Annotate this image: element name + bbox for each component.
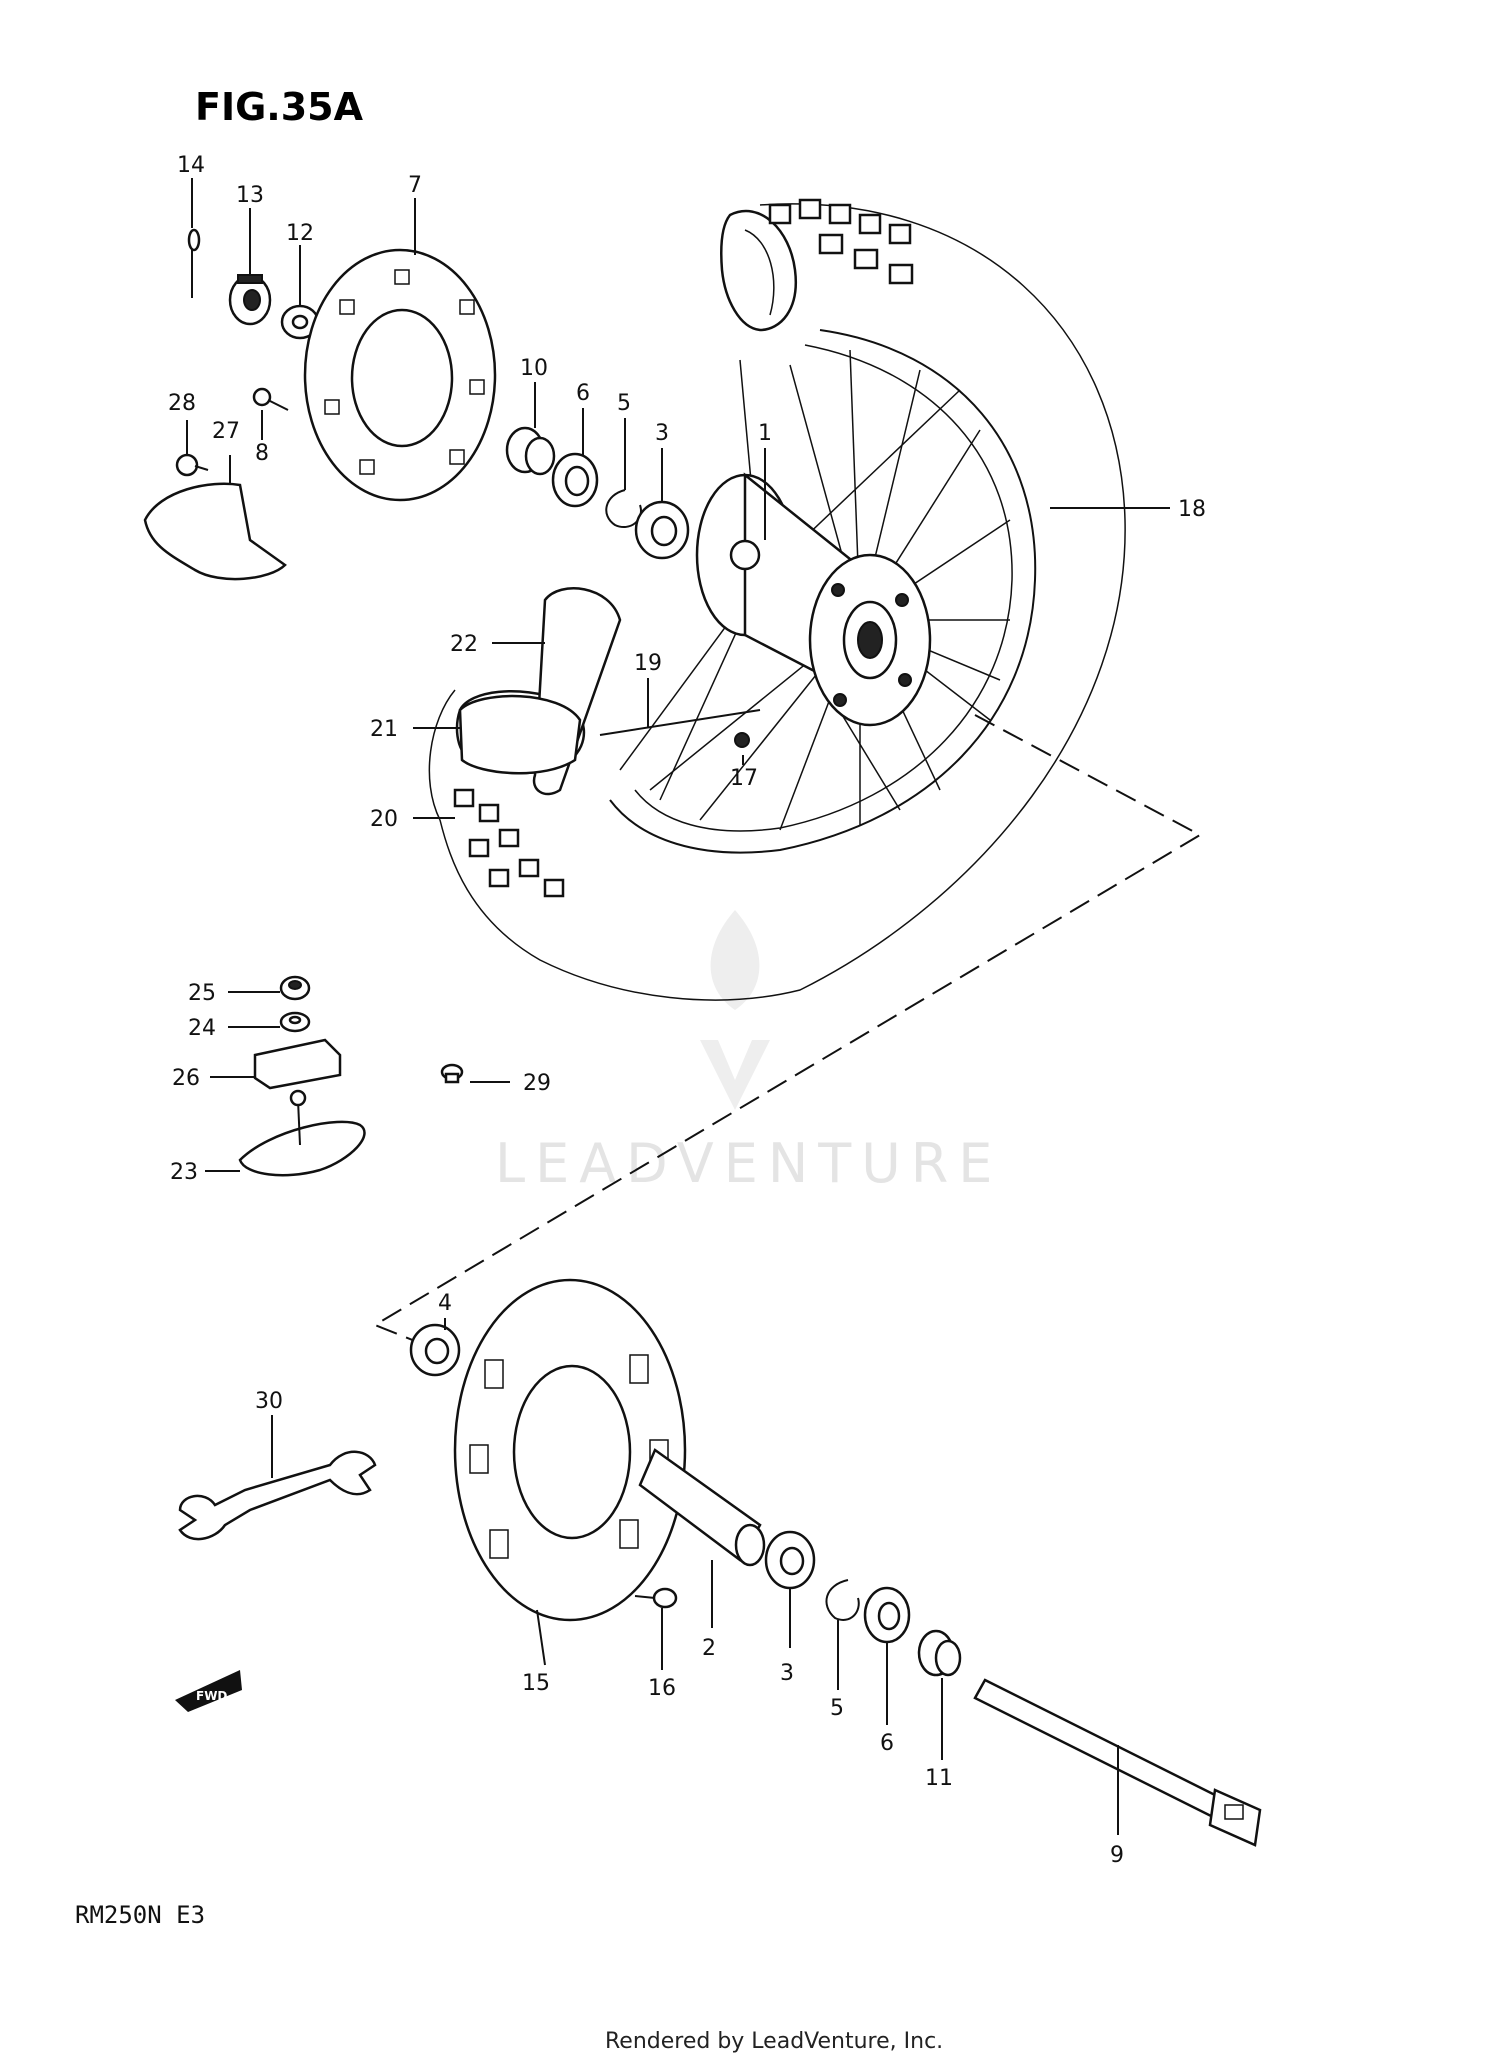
circlip-upper [605,489,642,528]
callout-4: 4 [438,1291,452,1316]
guard-bolt [175,453,209,477]
sprocket-bolt [634,1587,678,1609]
callout-17: 17 [730,766,758,791]
nut-washer [279,1011,311,1033]
callout-3-upper: 3 [655,421,669,446]
callout-23: 23 [170,1160,198,1185]
spacer-upper [505,426,556,476]
fwd-badge: FWD [175,1670,242,1712]
callout-14: 14 [177,153,205,178]
oil-seal-upper [551,452,599,508]
callout-21: 21 [370,717,398,742]
model-code: RM250N E3 [75,1901,205,1929]
cotter-pin [187,228,201,298]
callout-13: 13 [236,183,264,208]
callout-24: 24 [188,1016,216,1041]
disc-bolt [252,387,289,411]
callout-30: 30 [255,1389,283,1414]
nut [279,975,311,1001]
rear-sprocket [453,1278,687,1622]
callout-numbers: 1 2 3 3 4 5 5 6 6 7 8 9 10 11 12 13 14 1… [168,153,1206,1868]
tire-assembly [428,198,1126,1001]
callout-28: 28 [168,391,196,416]
callout-18: 18 [1178,497,1206,522]
washer [280,304,320,340]
tube [458,694,582,775]
bearing-lower-right [764,1530,816,1590]
callout-2: 2 [702,1636,716,1661]
callout-1: 1 [758,421,772,446]
callout-19: 19 [634,651,662,676]
callout-6-upper: 6 [576,381,590,406]
figure-title: FIG.35A [195,85,364,129]
callout-15: 15 [522,1671,550,1696]
callout-10: 10 [520,356,548,381]
bearing-upper [634,500,690,560]
watermark-v-icon [700,1040,770,1110]
callout-25: 25 [188,981,216,1006]
callout-6-lower: 6 [880,1731,894,1756]
watermark-flame-icon [710,910,760,1010]
plug [440,1063,464,1084]
callout-5-upper: 5 [617,391,631,416]
fwd-text: FWD [196,1689,227,1703]
spoke-wrench [178,1450,377,1541]
nipple [734,732,750,748]
callout-22: 22 [450,632,478,657]
axle [973,1678,1262,1847]
bearing-lower [409,1323,461,1377]
brake-disc [303,248,497,502]
leader-lines [186,178,1170,1835]
callout-3-lower: 3 [780,1661,794,1686]
callout-27: 27 [212,419,240,444]
bead-stopper-block [253,1038,342,1090]
callout-11: 11 [925,1766,953,1791]
bead-stopper [238,1089,366,1177]
circlip-lower [825,1579,860,1621]
callout-26: 26 [172,1066,200,1091]
spacer-lower [917,1629,962,1677]
callout-9: 9 [1110,1843,1124,1868]
watermark-text: LEADVENTURE [495,1132,1002,1195]
castle-nut [228,274,272,326]
callout-16: 16 [648,1676,676,1701]
callout-7: 7 [408,173,422,198]
spoke [599,709,761,736]
callout-8: 8 [255,441,269,466]
callout-5-lower: 5 [830,1696,844,1721]
callout-12: 12 [286,221,314,246]
callout-29: 29 [523,1071,551,1096]
callout-20: 20 [370,807,398,832]
watermark: LEADVENTURE [495,910,1002,1195]
disc-guard [143,482,287,581]
oil-seal-lower [863,1586,911,1644]
footer-credit: Rendered by LeadVenture, Inc. [605,2029,943,2054]
